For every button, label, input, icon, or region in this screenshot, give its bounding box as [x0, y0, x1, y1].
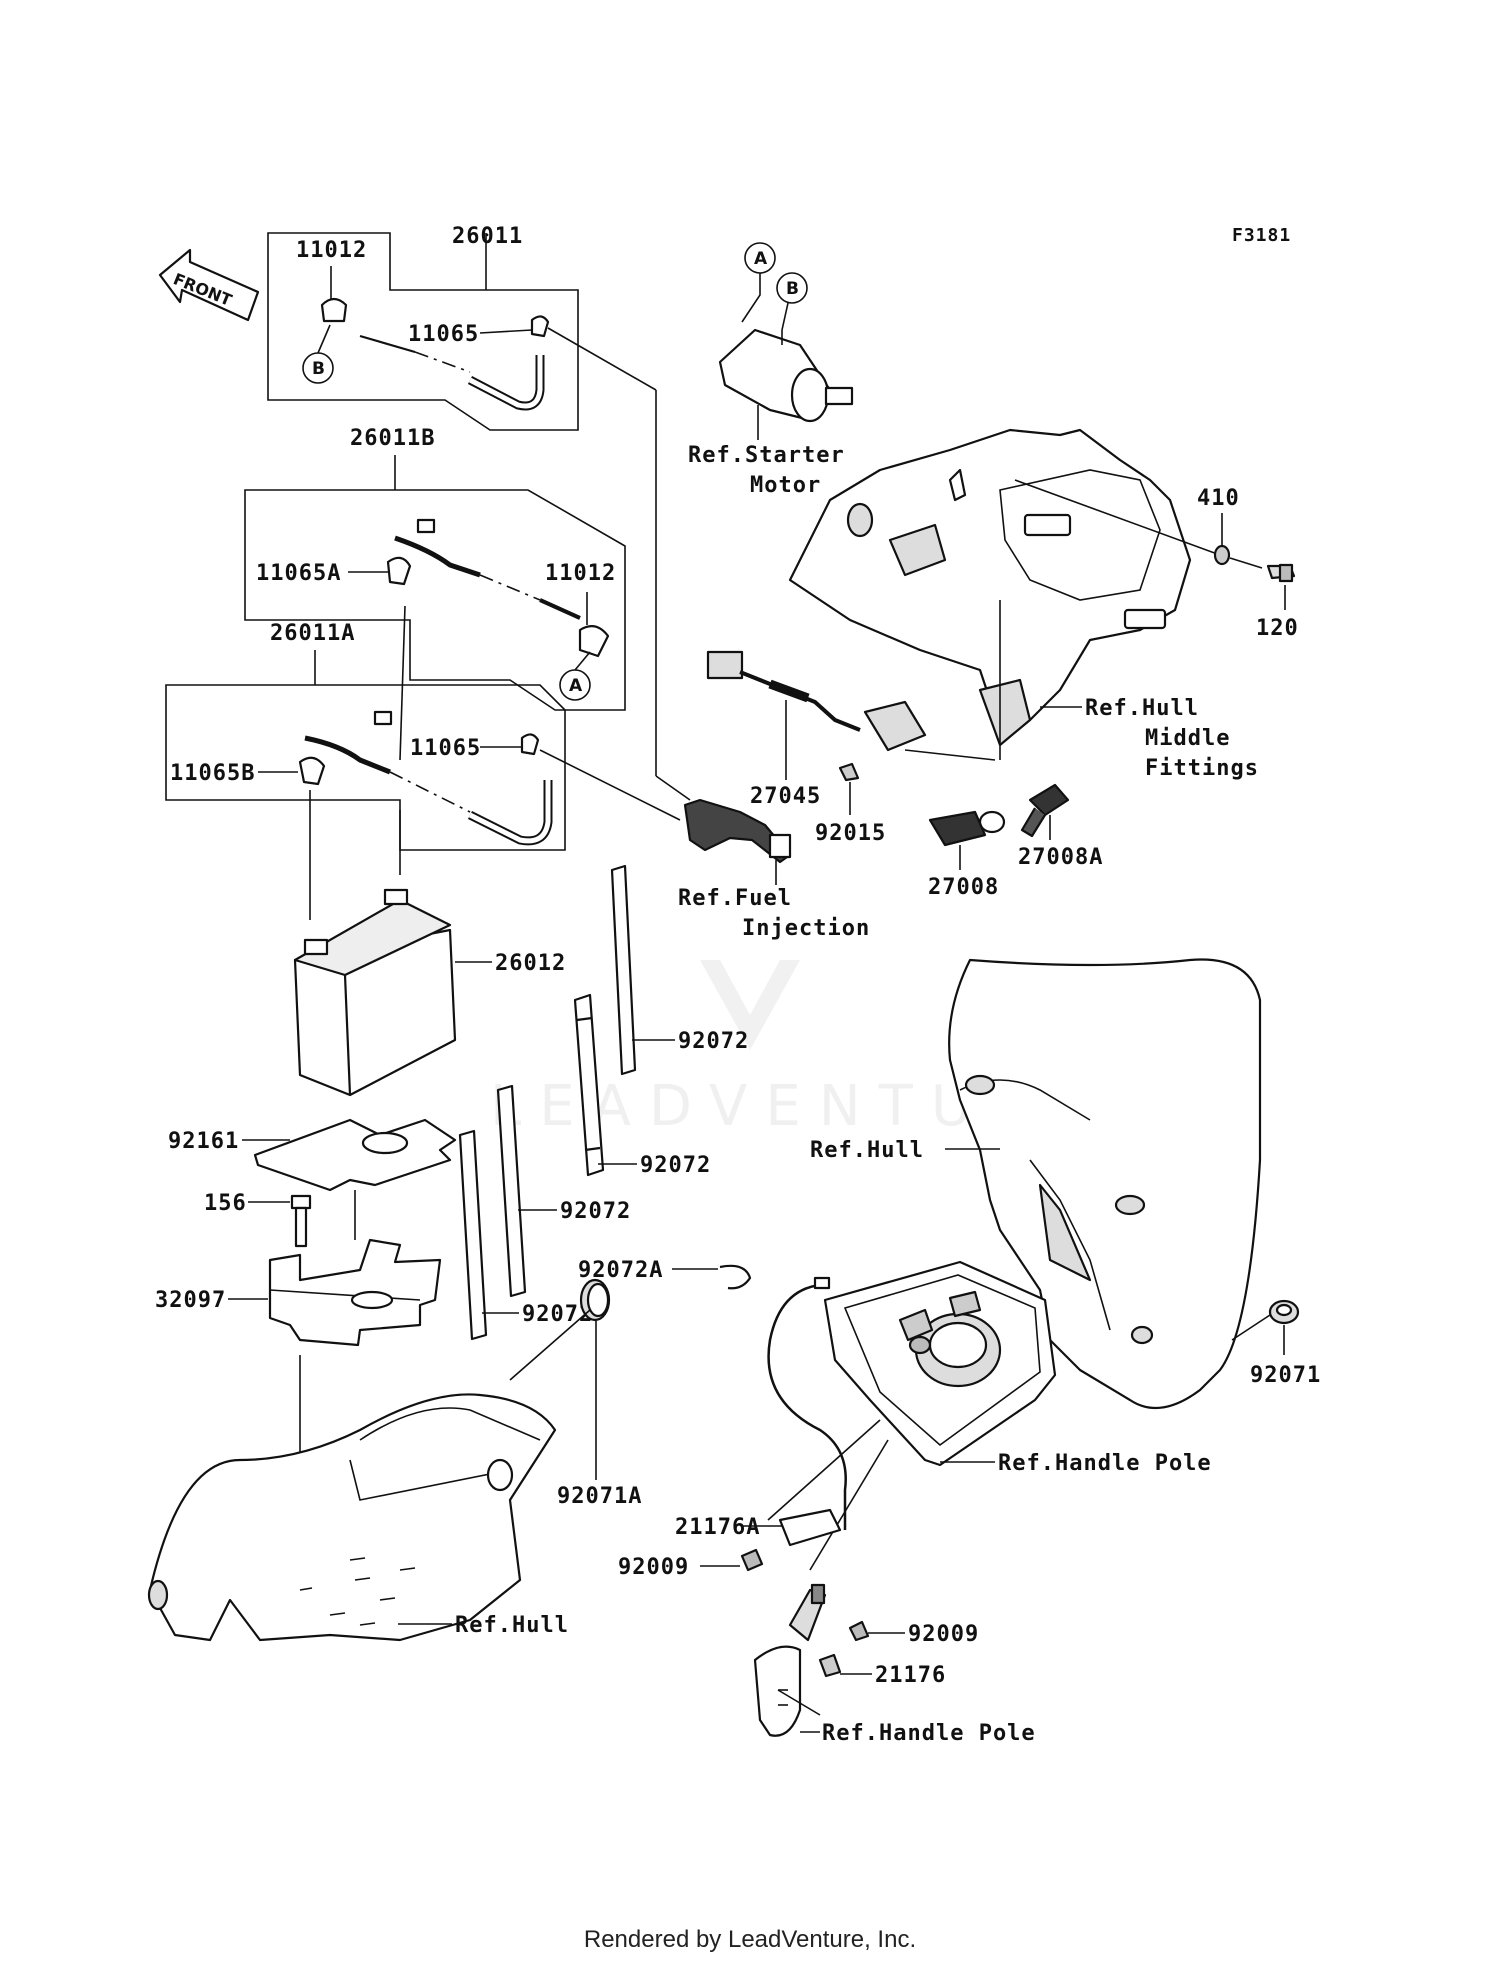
label-27045: 27045 — [750, 784, 821, 809]
footer-credit: Rendered by LeadVenture, Inc. — [583, 1926, 917, 1953]
group-26011B-frame — [244, 489, 626, 711]
svg-text:A: A — [569, 676, 583, 696]
label-26011A: 26011A — [270, 621, 355, 646]
label-156: 156 — [204, 1191, 247, 1216]
label-26012: 26012 — [495, 951, 566, 976]
label-32097: 32097 — [155, 1288, 226, 1313]
svg-text:B: B — [312, 359, 325, 379]
grommet-92071A — [579, 1278, 611, 1322]
handle-pole-plate — [823, 1260, 1057, 1467]
label-11065-top: 11065 — [408, 322, 479, 347]
group-26011-frame — [267, 232, 579, 431]
label-92015: 92015 — [815, 821, 886, 846]
ref-starter-2: Motor — [750, 473, 821, 498]
battery-26012 — [293, 888, 457, 1097]
cap-11012-top — [320, 297, 348, 323]
terminal-11065A — [386, 556, 412, 586]
washer-410 — [1213, 544, 1231, 566]
cable-26011 — [359, 334, 416, 354]
handle-pole-bracket — [753, 1583, 827, 1737]
label-21176A: 21176A — [675, 1515, 760, 1540]
screw-92009-b — [848, 1620, 870, 1642]
strap-92072-d — [458, 1129, 488, 1341]
label-92072-c: 92072 — [560, 1199, 631, 1224]
label-92071A: 92071A — [557, 1484, 642, 1509]
strap-92072-a — [573, 993, 605, 1177]
strap-92072-b — [610, 864, 637, 1076]
svg-text:A: A — [754, 249, 768, 269]
hull-bottom — [147, 1393, 557, 1642]
label-92009-b: 92009 — [908, 1622, 979, 1647]
label-410: 410 — [1197, 486, 1240, 511]
ref-handle-pole-1: Ref.Handle Pole — [998, 1451, 1212, 1476]
label-26011: 26011 — [452, 224, 523, 249]
nut-92015 — [838, 762, 860, 782]
ref-hull-bottom: Ref.Hull — [455, 1613, 569, 1638]
label-92072A: 92072A — [578, 1258, 663, 1283]
label-27008A: 27008A — [1018, 845, 1103, 870]
ref-hull-right: Ref.Hull — [810, 1138, 924, 1163]
label-11065B: 11065B — [170, 761, 255, 786]
label-120: 120 — [1256, 616, 1299, 641]
label-92072-b: 92072 — [640, 1153, 711, 1178]
label-92161: 92161 — [168, 1129, 239, 1154]
svg-text:B: B — [786, 279, 799, 299]
ref-hull-mid-2: Middle — [1145, 726, 1230, 751]
key-27008A — [1020, 783, 1070, 838]
screw-92009-a — [740, 1548, 764, 1572]
label-11065A: 11065A — [256, 561, 341, 586]
ref-hull-mid-1: Ref.Hull — [1085, 696, 1199, 721]
key-27008 — [928, 810, 1006, 847]
label-11065-mid: 11065 — [410, 736, 481, 761]
label-27008: 27008 — [928, 875, 999, 900]
label-92009-a: 92009 — [618, 1555, 689, 1580]
ref-fuel-2: Injection — [742, 916, 870, 941]
ref-handle-pole-2: Ref.Handle Pole — [822, 1721, 1036, 1746]
label-11012-mid: 11012 — [545, 561, 616, 586]
terminal-11065-top — [530, 315, 550, 338]
bolt-120 — [1266, 563, 1296, 583]
ref-starter-1: Ref.Starter — [688, 443, 845, 468]
battery-case-32097 — [268, 1238, 442, 1347]
harness-27045 — [706, 650, 927, 752]
ref-hull-mid-3: Fittings — [1145, 756, 1259, 781]
grommet-92071 — [1268, 1299, 1300, 1325]
clip-92072A — [719, 1264, 752, 1290]
starter-motor — [718, 328, 854, 423]
terminal-11065-mid — [520, 733, 540, 756]
sensor-wire-21176A — [767, 1276, 847, 1547]
label-21176: 21176 — [875, 1663, 946, 1688]
front-arrow-icon: FRONT — [158, 248, 260, 322]
bolt-156 — [290, 1194, 312, 1248]
label-26011B: 26011B — [350, 426, 435, 451]
cap-11012-mid — [578, 625, 610, 658]
diagram-code: F3181 — [1232, 225, 1291, 246]
label-92071: 92071 — [1250, 1363, 1321, 1388]
terminal-11065B — [298, 756, 326, 786]
tray-92161 — [253, 1118, 457, 1192]
fuel-injection-module — [683, 798, 792, 864]
label-92072-a: 92072 — [678, 1029, 749, 1054]
hull-right — [948, 958, 1262, 1410]
circle-b-top-right — [776, 272, 808, 304]
group-26011A-frame — [165, 684, 566, 851]
ref-fuel-1: Ref.Fuel — [678, 886, 792, 911]
label-11012-top: 11012 — [296, 238, 367, 263]
strap-92072-c — [496, 1084, 527, 1298]
clip-21176 — [818, 1653, 842, 1678]
